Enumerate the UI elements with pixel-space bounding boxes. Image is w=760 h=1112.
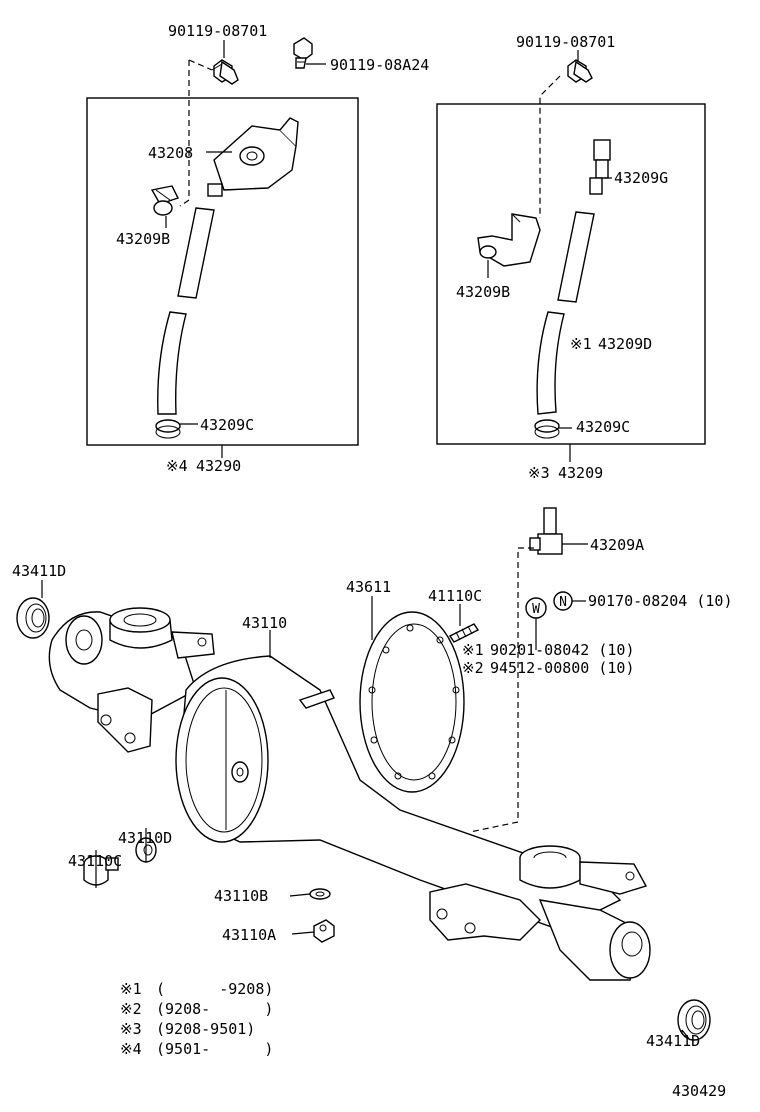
hose-lower-right-icon[interactable]: [536, 311, 565, 415]
clip-left-icon[interactable]: [150, 185, 179, 216]
label-bracket-right: 43209B: [456, 283, 510, 301]
label-bolt-right: 90119-08701: [516, 33, 615, 51]
box-frame-right: [436, 103, 706, 445]
oil-seal-left-icon[interactable]: [16, 597, 50, 639]
axle-housing-icon[interactable]: [48, 607, 651, 981]
label-plug: 43110C: [68, 852, 122, 870]
label-gasket: 43611: [346, 578, 391, 596]
label-clamp-left: 43209C: [200, 416, 254, 434]
hose-upper-right-icon[interactable]: [557, 211, 595, 303]
label-group-right: 43209: [558, 464, 603, 482]
plug-b-icon[interactable]: [309, 888, 331, 900]
label-group-right-mark: ※3: [528, 464, 550, 482]
clamp-right-icon[interactable]: [534, 419, 560, 439]
label-hose-right: 43209D: [598, 335, 652, 353]
legend-mark: ※3: [120, 1020, 142, 1038]
label-plug-gasket: 43110D: [118, 829, 172, 847]
dash-leader-union: [469, 547, 534, 833]
svg-text:N: N: [559, 595, 567, 610]
legend-range: (9208-9501): [156, 1020, 255, 1038]
label-fitting-right: 43209G: [614, 169, 668, 187]
legend-mark: ※2: [120, 1000, 142, 1018]
washer-symbol-icon: W: [525, 597, 547, 619]
leader-lines: [41, 40, 691, 1041]
hose-upper-left-icon[interactable]: [177, 207, 215, 299]
bracket-right-icon[interactable]: [477, 213, 541, 267]
legend-range: ( -9208): [156, 980, 273, 998]
bolt-left-icon[interactable]: [211, 59, 239, 85]
label-plug-a: 43110A: [222, 926, 276, 944]
legend-range: (9208- ): [156, 1000, 273, 1018]
fitting-left-icon[interactable]: [293, 37, 313, 69]
dash-leader-right: [539, 75, 561, 218]
label-housing: 43110: [242, 614, 287, 632]
label-bolt-left: 90119-08701: [168, 22, 267, 40]
hose-lower-left-icon[interactable]: [157, 311, 187, 415]
bolt-right-icon[interactable]: [567, 59, 593, 83]
clamp-left-icon[interactable]: [155, 419, 181, 439]
label-nut: 90170-08204 (10): [588, 592, 733, 610]
group-box-left: [86, 97, 359, 446]
label-washer-2: 94512-00800 (10): [490, 659, 635, 677]
oil-seal-right-icon[interactable]: [677, 999, 711, 1041]
label-bracket-43208: 43208: [148, 144, 193, 162]
label-clamp-right: 43209C: [576, 418, 630, 436]
diagram-id: 430429: [672, 1082, 726, 1100]
legend-mark: ※1: [120, 980, 142, 998]
label-clip-left: 43209B: [116, 230, 170, 248]
box-frame-left: [86, 97, 359, 446]
label-oil-seal-right: 43411D: [646, 1032, 700, 1050]
dash-leader-left: [179, 60, 190, 207]
label-plug-b: 43110B: [214, 887, 268, 905]
label-stud: 41110C: [428, 587, 482, 605]
nut-symbol-icon: N: [553, 591, 573, 611]
gasket-icon[interactable]: [359, 611, 465, 793]
label-group-left-mark: ※4: [166, 457, 188, 475]
union-icon[interactable]: [529, 507, 563, 555]
plug-icon[interactable]: [83, 855, 119, 886]
label-group-left: 43290: [196, 457, 241, 475]
group-box-right: [436, 103, 706, 445]
bracket-43208-icon[interactable]: [207, 117, 299, 197]
label-union: 43209A: [590, 536, 644, 554]
svg-text:W: W: [532, 602, 540, 617]
label-hose-right-mark: ※1: [570, 335, 592, 353]
label-washer-1: 90201-08042 (10): [490, 641, 635, 659]
label-oil-seal-left: 43411D: [12, 562, 66, 580]
stud-icon[interactable]: [448, 623, 480, 643]
plug-a-icon[interactable]: [313, 919, 335, 943]
label-washer-1-mark: ※1: [462, 641, 484, 659]
legend-mark: ※4: [120, 1040, 142, 1058]
fitting-right-icon[interactable]: [589, 139, 611, 195]
label-fitting-left: 90119-08A24: [330, 56, 429, 74]
legend-range: (9501- ): [156, 1040, 273, 1058]
label-washer-2-mark: ※2: [462, 659, 484, 677]
legend: ※1 ( -9208) ※2 (9208- ) ※3 (9208-9501) ※…: [120, 980, 273, 1058]
